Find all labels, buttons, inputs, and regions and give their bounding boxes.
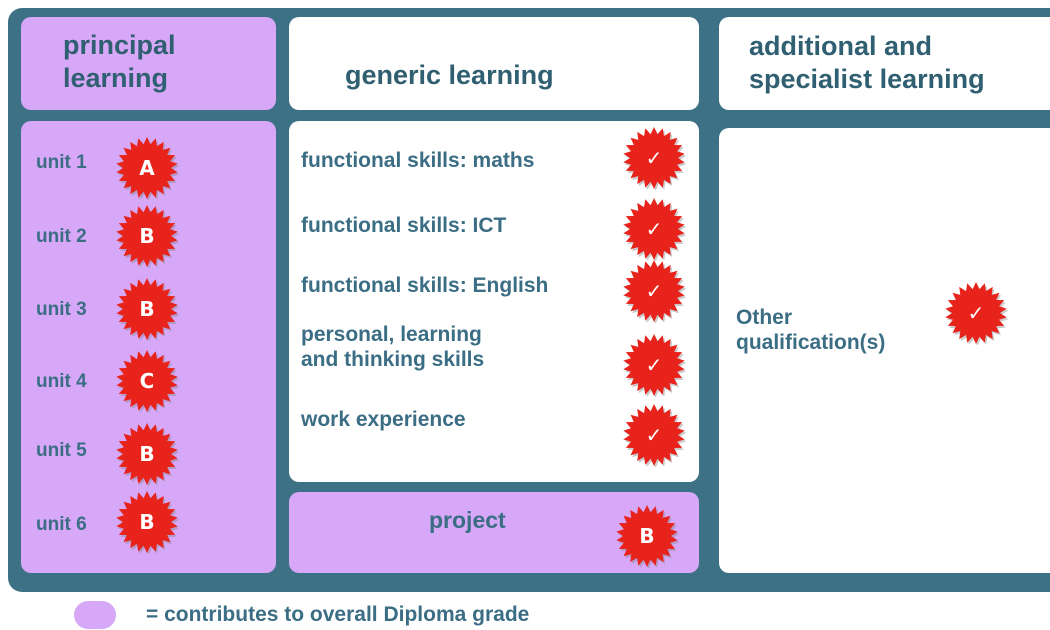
starburst-shape — [116, 137, 178, 199]
tick-badge: ✓ — [622, 259, 686, 323]
unit-label: unit 5 — [36, 440, 87, 461]
generic-item-label-line2: and thinking skills — [301, 348, 485, 371]
principal-title-line2: learning — [63, 63, 169, 93]
check-icon: ✓ — [645, 146, 663, 170]
grade-badge-text: B — [139, 297, 155, 321]
red-starburst-icon — [116, 491, 179, 554]
starburst-shape — [116, 491, 178, 553]
red-starburst-icon — [623, 260, 686, 323]
grade-badge: B — [615, 504, 679, 568]
red-starburst-icon — [116, 205, 179, 268]
starburst-shape — [623, 260, 685, 322]
additional-learning-items — [719, 128, 1050, 573]
additional-item-label: Other qualification(s) — [736, 305, 885, 355]
check-icon: ✓ — [967, 301, 985, 325]
grade-badge-text: A — [139, 156, 155, 180]
grade-badge: B — [115, 490, 179, 554]
red-starburst-icon — [116, 137, 179, 200]
project-label: project — [429, 507, 506, 533]
starburst-shape — [116, 350, 178, 412]
additional-learning-title: additional and specialist learning — [749, 30, 985, 96]
red-starburst-icon — [116, 278, 179, 341]
additional-item-label-line1: Other — [736, 306, 793, 329]
check-icon: ✓ — [645, 217, 663, 241]
grade-badge: B — [115, 204, 179, 268]
grade-badge-text: C — [139, 369, 155, 393]
additional-title-line1: additional and — [749, 31, 933, 61]
grade-badge-text: B — [139, 510, 155, 534]
red-starburst-icon — [116, 423, 179, 486]
red-starburst-icon — [116, 350, 179, 413]
unit-label: unit 4 — [36, 371, 87, 392]
additional-title-line2: specialist learning — [749, 64, 985, 94]
starburst-shape — [116, 423, 178, 485]
generic-item-label-line1: personal, learning — [301, 323, 482, 346]
red-starburst-icon — [616, 505, 679, 568]
additional-learning-header: additional and specialist learning — [719, 17, 1050, 110]
grade-badge: C — [115, 349, 179, 413]
generic-learning-title: generic learning — [345, 60, 554, 90]
red-starburst-icon — [623, 198, 686, 261]
grade-badge: A — [115, 136, 179, 200]
legend-swatch — [74, 601, 116, 629]
principal-learning-title: principal learning — [63, 29, 176, 95]
generic-item-label: functional skills: maths — [301, 149, 535, 172]
check-icon: ✓ — [645, 279, 663, 303]
tick-badge: ✓ — [622, 197, 686, 261]
generic-item-label: personal, learning and thinking skills — [301, 322, 484, 372]
grade-badge: B — [115, 277, 179, 341]
starburst-shape — [616, 505, 678, 567]
starburst-shape — [623, 404, 685, 466]
generic-item-label: work experience — [301, 408, 466, 431]
generic-item-label: functional skills: ICT — [301, 214, 507, 237]
check-icon: ✓ — [645, 423, 663, 447]
tick-badge: ✓ — [622, 126, 686, 190]
generic-learning-header: generic learning — [289, 17, 699, 110]
starburst-shape — [623, 127, 685, 189]
starburst-shape — [623, 198, 685, 260]
tick-badge: ✓ — [622, 333, 686, 397]
unit-label: unit 3 — [36, 299, 87, 320]
legend-text: = contributes to overall Diploma grade — [146, 603, 530, 626]
grade-badge: B — [115, 422, 179, 486]
principal-learning-header: principal learning — [21, 17, 276, 110]
tick-badge: ✓ — [944, 281, 1008, 345]
unit-label: unit 2 — [36, 226, 87, 247]
additional-item-label-line2: qualification(s) — [736, 331, 886, 354]
starburst-shape — [116, 278, 178, 340]
red-starburst-icon — [623, 127, 686, 190]
starburst-shape — [116, 205, 178, 267]
generic-item-label: functional skills: English — [301, 274, 549, 297]
red-starburst-icon — [623, 334, 686, 397]
grade-badge-text: B — [139, 442, 155, 466]
principal-title-line1: principal — [63, 30, 176, 60]
tick-badge: ✓ — [622, 403, 686, 467]
starburst-shape — [623, 334, 685, 396]
grade-badge-text: B — [639, 524, 655, 548]
grade-badge-text: B — [139, 224, 155, 248]
red-starburst-icon — [623, 404, 686, 467]
unit-label: unit 6 — [36, 514, 87, 535]
red-starburst-icon — [945, 282, 1008, 345]
check-icon: ✓ — [645, 353, 663, 377]
starburst-shape — [945, 282, 1007, 344]
unit-label: unit 1 — [36, 152, 87, 173]
